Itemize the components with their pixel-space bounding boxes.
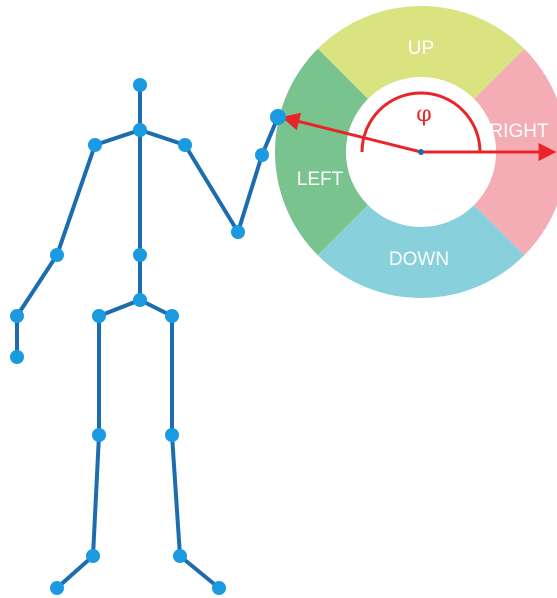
joint-l-hip [92,309,106,323]
joint-l-wrist [10,309,24,323]
joint-l-knee [92,428,106,442]
angle-arc [360,91,482,153]
wheel-label-up: UP [408,38,434,59]
joint-chest-mid [133,248,147,262]
wheel-sector-down [317,205,525,298]
joint-pelvis [133,293,147,307]
joint-head [133,78,147,92]
bone-r-ankle-to-r-foot [178,554,221,590]
bone-r-knee-to-r-ankle [170,433,182,558]
joint-r-hip [165,309,179,323]
joint-l-hand [10,350,24,364]
bone-neck-to-l-shoulder [93,128,142,147]
bone-l-elbow-to-l-wrist [15,253,59,318]
joint-r-wrist [255,148,269,162]
joint-l-ankle [86,549,100,563]
bone-r-elbow-to-r-wrist [236,153,264,234]
wheel-label-left: LEFT [297,169,344,190]
joint-r-shoulder [178,138,192,152]
wheel-center-dot [418,149,424,155]
skeleton-bones [15,83,280,590]
bone-neck-to-r-shoulder [138,128,187,147]
joint-l-shoulder [88,138,102,152]
joint-neck [133,123,147,137]
pointing-arrow [281,112,422,154]
wheel-label-right: RIGHT [489,121,549,142]
joint-r-hand [270,109,286,125]
bone-l-ankle-to-l-foot [55,554,95,590]
bone-l-knee-to-l-ankle [91,433,101,558]
joint-l-foot [50,581,64,595]
bone-pelvis-to-l-hip [97,298,142,318]
direction-wheel: UP RIGHT DOWN LEFT [275,6,557,298]
joint-r-ankle [173,549,187,563]
wheel-sector-up [317,6,525,99]
bone-l-shoulder-to-l-elbow [55,143,97,257]
joint-r-knee [165,428,179,442]
wheel-label-down: DOWN [389,249,449,270]
bone-r-shoulder-to-r-elbow [183,143,240,234]
skeleton-joints [10,78,286,595]
pointer-overlay: φ [281,91,557,161]
joint-r-elbow [231,225,245,239]
angle-phi-label: φ [416,102,431,127]
joint-r-foot [212,581,226,595]
wheel-sector-left [275,48,368,256]
joint-l-elbow [50,248,64,262]
